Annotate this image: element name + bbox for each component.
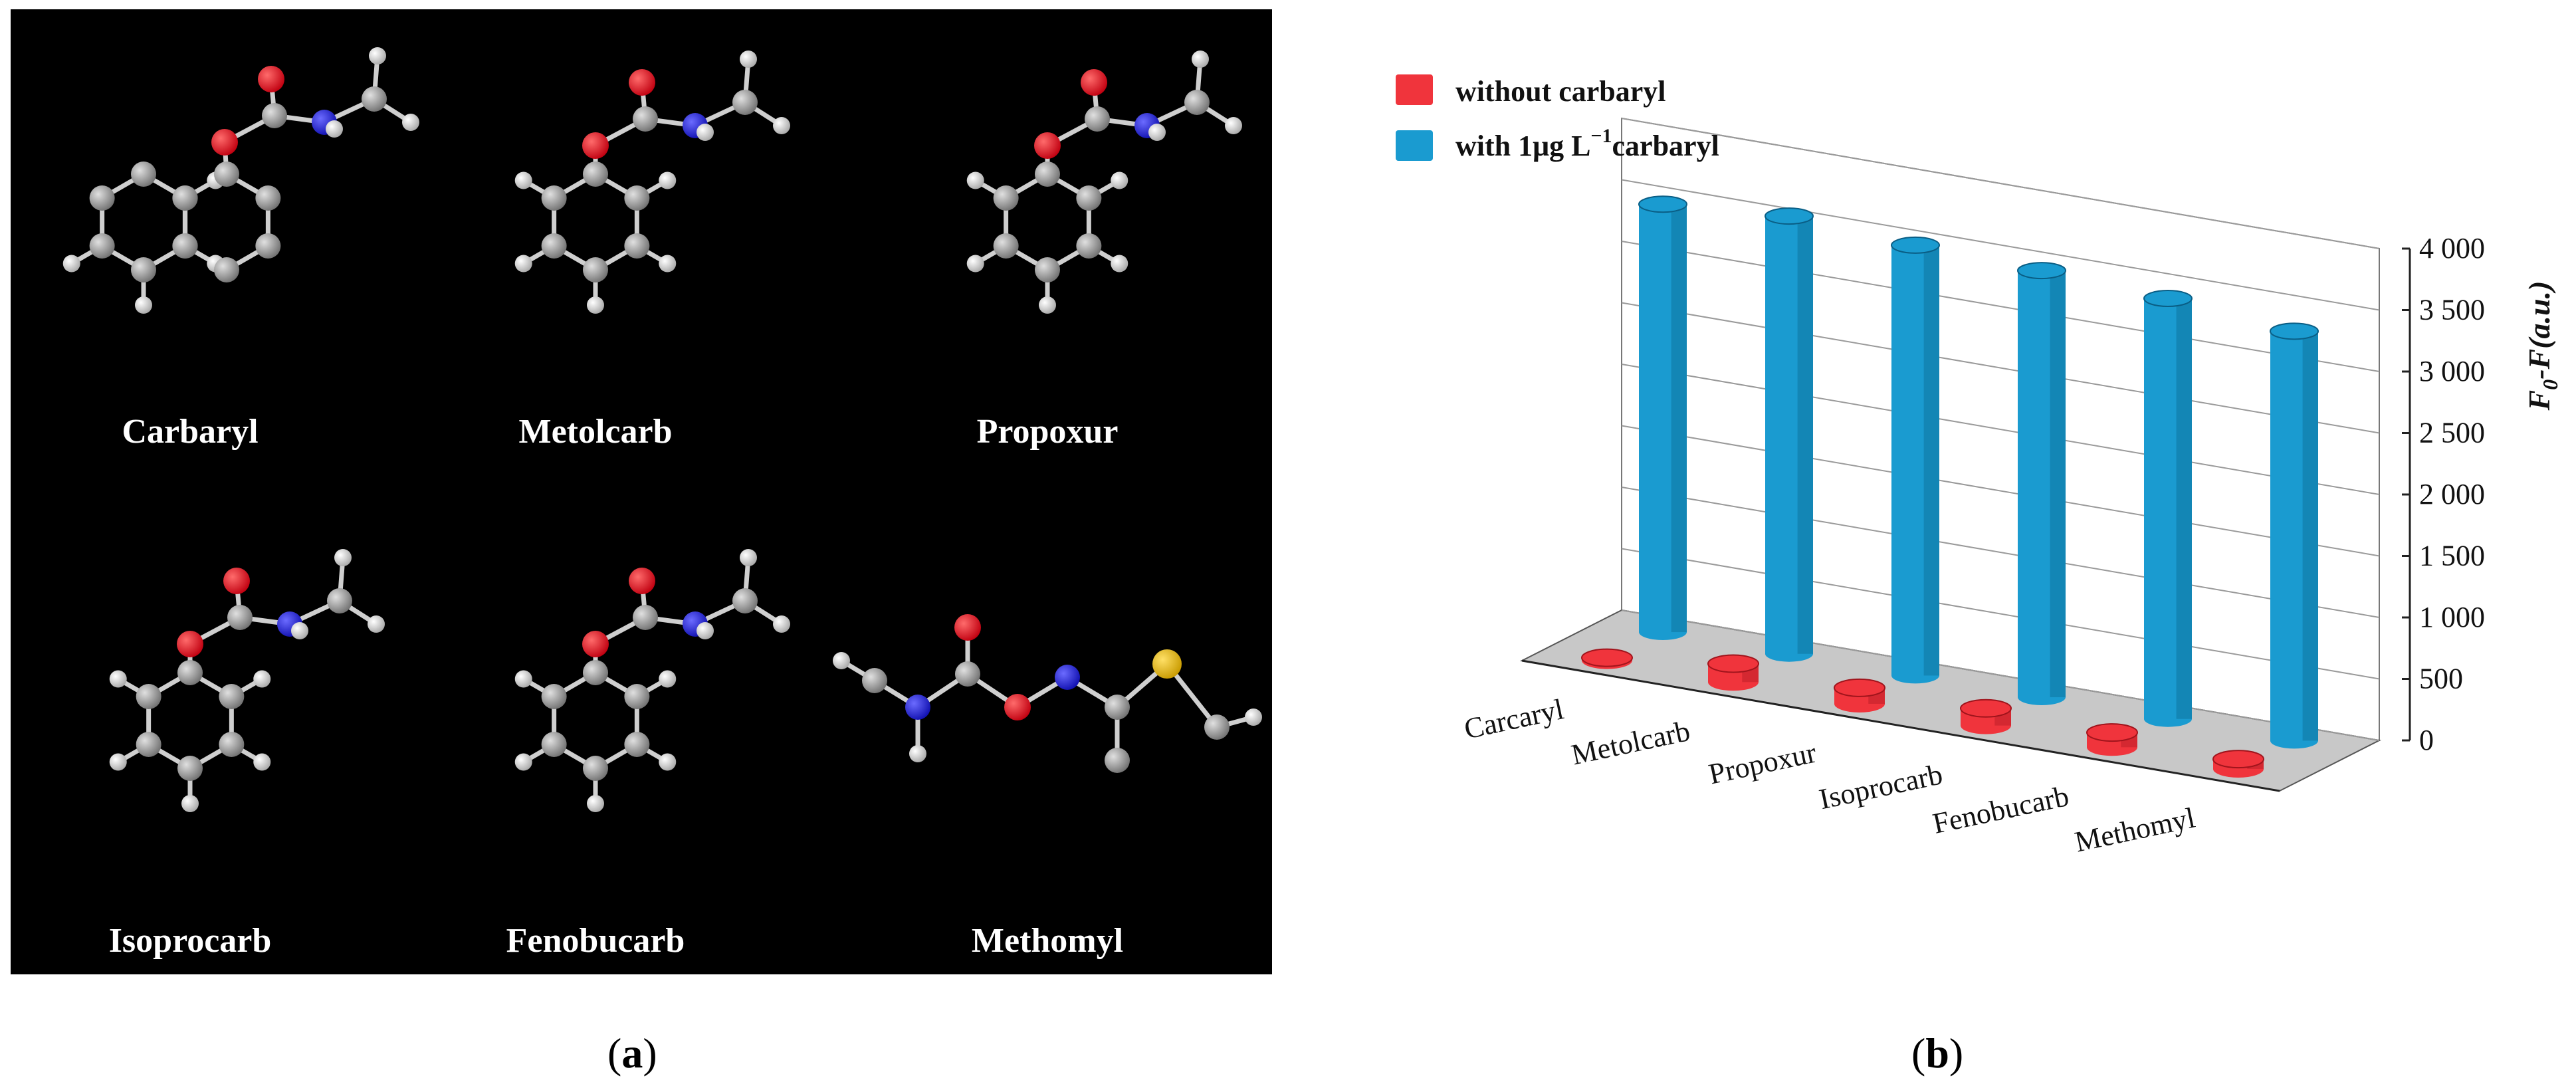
- molecule-isoprocarb: [109, 549, 385, 812]
- chart-bars: [1581, 195, 2319, 778]
- y-tick-label: 1 000: [2419, 601, 2485, 633]
- bar-with-0: [1638, 195, 1687, 641]
- gridline: [1621, 487, 2380, 618]
- bar-without-3: [1960, 699, 2012, 734]
- y-ticks: 0 500 1 000 1 500 2 000 2 500 3 000 3 500 4 000: [2402, 232, 2485, 756]
- x-category-label: Fenobucarb: [1930, 780, 2072, 840]
- y-tick-label: 4 000: [2419, 232, 2485, 265]
- y-tick-label: 2 500: [2419, 417, 2485, 449]
- panel-b-label: (b): [1911, 1030, 1964, 1077]
- bar-without-2: [1834, 678, 1885, 712]
- molecule-methomyl: [833, 614, 1262, 773]
- gridline: [1621, 548, 2380, 680]
- x-category-label: Methomyl: [2072, 802, 2199, 859]
- y-tick-label: 2 000: [2419, 478, 2485, 510]
- bar-with-5: [2270, 322, 2319, 749]
- molecule-label-carbaryl: Carbaryl: [122, 413, 258, 451]
- molecule-metolcarb: [514, 51, 790, 314]
- bar-without-0: [1581, 648, 1633, 669]
- molecule-fenobucarb: [514, 549, 790, 812]
- gridline: [1621, 364, 2380, 495]
- molecule-propoxur: [966, 51, 1242, 314]
- molecule-structures: Carbaryl Metolcarb Propoxur Isoprocarb F…: [62, 47, 1262, 960]
- gridline: [1621, 425, 2380, 557]
- bar-with-4: [2143, 290, 2193, 727]
- chart-legend: without carbaryl with 1μg L−1carbaryl: [1396, 74, 1719, 162]
- y-axis-title: F0-F(a.u.): [2522, 281, 2562, 411]
- chart-grid: [1621, 118, 2380, 741]
- panel-a-label: (a): [607, 1030, 657, 1077]
- legend-swatch-with: [1396, 130, 1433, 161]
- y-tick-label: 1 500: [2419, 540, 2485, 572]
- bar-with-2: [1891, 236, 1940, 684]
- legend-label-with: with 1μg L−1carbaryl: [1455, 125, 1719, 162]
- y-tick-label: 500: [2419, 663, 2463, 695]
- x-axis-line: [1521, 659, 2280, 792]
- y-tick-label: 3 000: [2419, 355, 2485, 387]
- legend-swatch-without: [1396, 74, 1433, 105]
- molecule-label-propoxur: Propoxur: [977, 413, 1119, 451]
- x-category-label: Propoxur: [1706, 736, 1820, 790]
- legend-label-without: without carbaryl: [1455, 75, 1666, 108]
- x-category-label: Carcaryl: [1461, 693, 1566, 745]
- molecule-label-fenobucarb: Fenobucarb: [506, 922, 685, 960]
- y-tick-label: 0: [2419, 724, 2434, 756]
- bar-without-1: [1707, 654, 1759, 691]
- molecule-label-isoprocarb: Isoprocarb: [109, 922, 272, 960]
- gridline: [1621, 118, 2380, 249]
- bar-with-3: [2017, 262, 2066, 706]
- molecule-panel: Carbaryl Metolcarb Propoxur Isoprocarb F…: [11, 9, 1272, 974]
- bar-without-5: [2212, 750, 2264, 778]
- bar-with-1: [1765, 207, 1814, 662]
- molecule-label-methomyl: Methomyl: [972, 922, 1123, 960]
- y-tick-label: 3 500: [2419, 294, 2485, 326]
- gridline: [1621, 241, 2380, 372]
- molecule-label-metolcarb: Metolcarb: [518, 413, 672, 451]
- bar-without-4: [2086, 723, 2138, 756]
- gridline: [1621, 179, 2380, 311]
- molecule-carbaryl: [62, 47, 419, 314]
- x-category-label: Isoprocarb: [1816, 758, 1945, 816]
- gridline: [1621, 609, 2380, 741]
- x-category-label: Metolcarb: [1568, 714, 1693, 772]
- gridline: [1621, 302, 2380, 434]
